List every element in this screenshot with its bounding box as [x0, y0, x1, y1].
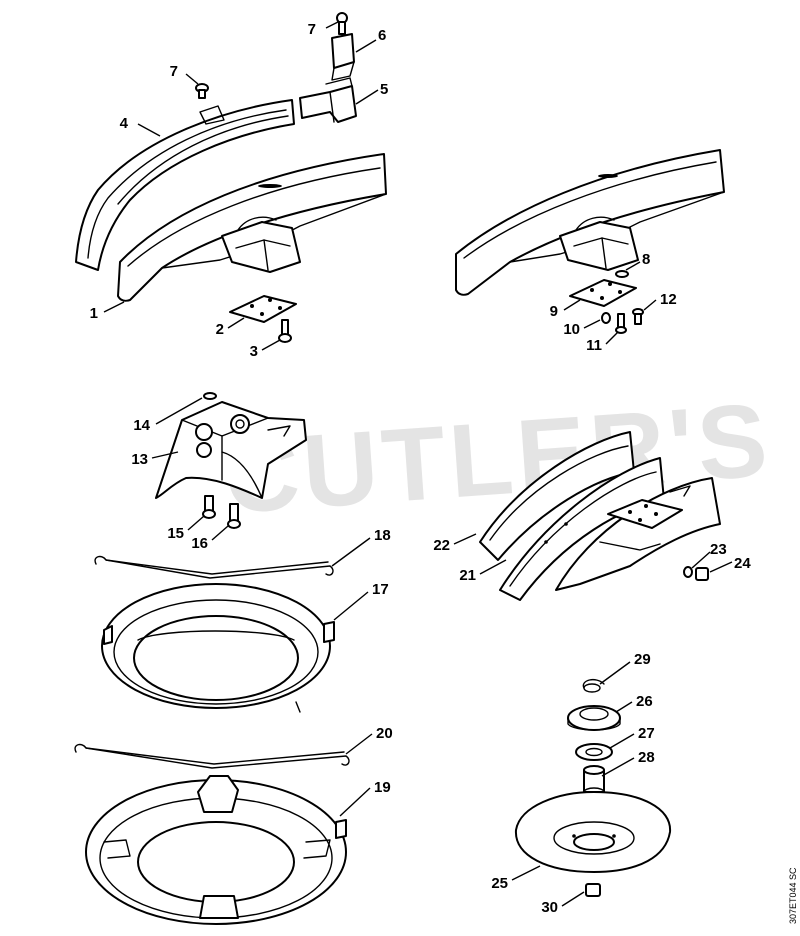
part-29-retaining-ring[interactable]: [582, 678, 605, 693]
part-16-screw[interactable]: [227, 503, 241, 529]
part-20-spring-wire[interactable]: [74, 743, 350, 769]
callout-23: 23: [710, 541, 727, 558]
part-13-gear-housing[interactable]: [155, 401, 307, 499]
part-23-washer[interactable]: [683, 566, 693, 578]
part-27-bearing-sleeve[interactable]: [575, 743, 613, 761]
callout-15: 15: [167, 525, 184, 542]
deflector-guard-right[interactable]: [455, 149, 725, 296]
part-28-collar[interactable]: [583, 765, 605, 797]
part-30-nut[interactable]: [585, 883, 601, 897]
callout-22: 22: [433, 537, 450, 554]
callout-8: 8: [642, 251, 650, 268]
part-26-thrust-washer[interactable]: [567, 705, 621, 731]
guard-with-arrow[interactable]: [555, 477, 721, 591]
callout-10: 10: [563, 321, 580, 338]
part-15-screw[interactable]: [202, 495, 216, 519]
callout-25: 25: [491, 875, 508, 892]
callout-27: 27: [638, 725, 655, 742]
callout-21: 21: [459, 567, 476, 584]
part-19-guard-ring[interactable]: [85, 775, 347, 925]
part-7-screw-top[interactable]: [336, 12, 348, 35]
callout-19: 19: [374, 779, 391, 796]
callout-3: 3: [250, 343, 258, 360]
callout-1: 1: [90, 305, 98, 322]
part-6-clip[interactable]: [331, 33, 355, 81]
part-3-screw[interactable]: [278, 319, 292, 343]
callout-4: 4: [120, 115, 129, 132]
diagram-code: 307ET044 SC: [788, 867, 798, 924]
callout-28: 28: [638, 749, 655, 766]
part-14-o-ring[interactable]: [203, 392, 217, 400]
callout-labels: 7 6 5 7 4 1 2 3 8 9 10 11 12 14 13 15 16…: [90, 21, 752, 916]
callout-6: 6: [378, 27, 386, 44]
callout-20: 20: [376, 725, 393, 742]
part-4-guard-extension[interactable]: [75, 99, 295, 271]
callout-16: 16: [191, 535, 208, 552]
part-5-bracket[interactable]: [299, 77, 357, 123]
part-2-plate[interactable]: [229, 295, 297, 323]
callout-11: 11: [586, 337, 602, 354]
part-25-thrust-plate[interactable]: [514, 791, 672, 873]
part-24-nut[interactable]: [695, 567, 709, 581]
part-12-screw[interactable]: [632, 308, 644, 325]
part-17-support-ring[interactable]: [101, 583, 335, 713]
part-21-blade-shield[interactable]: [499, 457, 665, 601]
part-8-washer[interactable]: [615, 270, 629, 278]
part-10-nut[interactable]: [601, 312, 611, 324]
callout-29: 29: [634, 651, 651, 668]
callout-24: 24: [734, 555, 751, 572]
part-22-blade-shield[interactable]: [479, 431, 635, 561]
callout-12: 12: [660, 291, 677, 308]
callout-18: 18: [374, 527, 391, 544]
callout-17: 17: [372, 581, 389, 598]
callout-30: 30: [541, 899, 558, 916]
part-7-screw-left[interactable]: [195, 83, 209, 99]
part-9-plate[interactable]: [569, 279, 637, 307]
callout-26: 26: [636, 693, 653, 710]
callout-14: 14: [133, 417, 150, 434]
callout-7a: 7: [308, 21, 316, 38]
callout-13: 13: [131, 451, 148, 468]
callout-9: 9: [550, 303, 558, 320]
part-11-screw[interactable]: [615, 313, 627, 334]
callout-5: 5: [380, 81, 388, 98]
leader-lines: [103, 21, 733, 907]
part-1-deflector-guard[interactable]: [117, 153, 387, 302]
callout-7b: 7: [170, 63, 178, 80]
part-18-spring-wire[interactable]: [94, 555, 334, 579]
callout-2: 2: [216, 321, 224, 338]
